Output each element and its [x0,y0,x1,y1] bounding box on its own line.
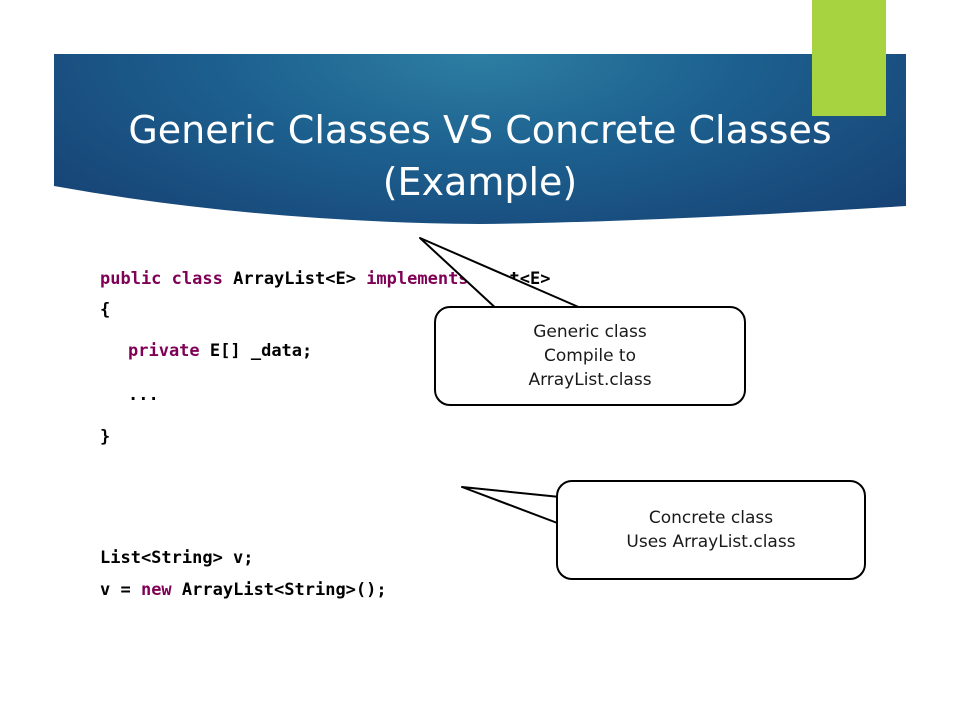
callout-concrete-class: Concrete class Uses ArrayList.class [556,480,866,580]
code-line-open-brace: { [100,300,111,320]
code-line-field: private E[] _data; [128,341,312,361]
code-line-variable-declaration: List<String> v; [100,548,254,568]
slide-title-line-1: Generic Classes VS Concrete Classes [128,108,832,152]
callout-generic-tail [419,237,591,313]
title-banner [54,54,906,224]
callout-generic-line-1: Generic class [533,322,647,342]
callout-concrete-line-1: Concrete class [648,508,774,528]
callout-concrete-tail [461,486,561,525]
keyword-implements: implements [366,269,469,289]
callout-generic-class: Generic class Compile to ArrayList.class [434,306,746,406]
type-arraylist: ArrayList<E> [233,269,356,289]
keyword-new: new [140,580,172,600]
code-line-instantiation: v = new ArrayList<String>(); [100,580,387,600]
callout-concrete-line-2: Uses ArrayList.class [626,532,796,552]
accent-tab [812,0,886,116]
slide-title: Generic Classes VS Concrete Classes (Exa… [54,104,906,208]
code-line-ellipsis: ... [128,385,159,405]
slide-title-line-2: (Example) [382,160,578,204]
callout-generic-line-3: ArrayList.class [528,370,652,390]
keyword-class: class [171,269,223,289]
keyword-public: public [100,269,162,289]
assignment-prefix: v = [100,580,141,600]
code-line-class-declaration: public class ArrayList<E> implements Lis… [100,269,550,289]
field-declaration: E[] _data; [209,341,313,361]
constructor-call: ArrayList<String>(); [181,580,387,600]
keyword-private: private [128,341,200,361]
callout-generic-line-2: Compile to [544,346,636,366]
code-line-close-brace: } [100,427,111,447]
